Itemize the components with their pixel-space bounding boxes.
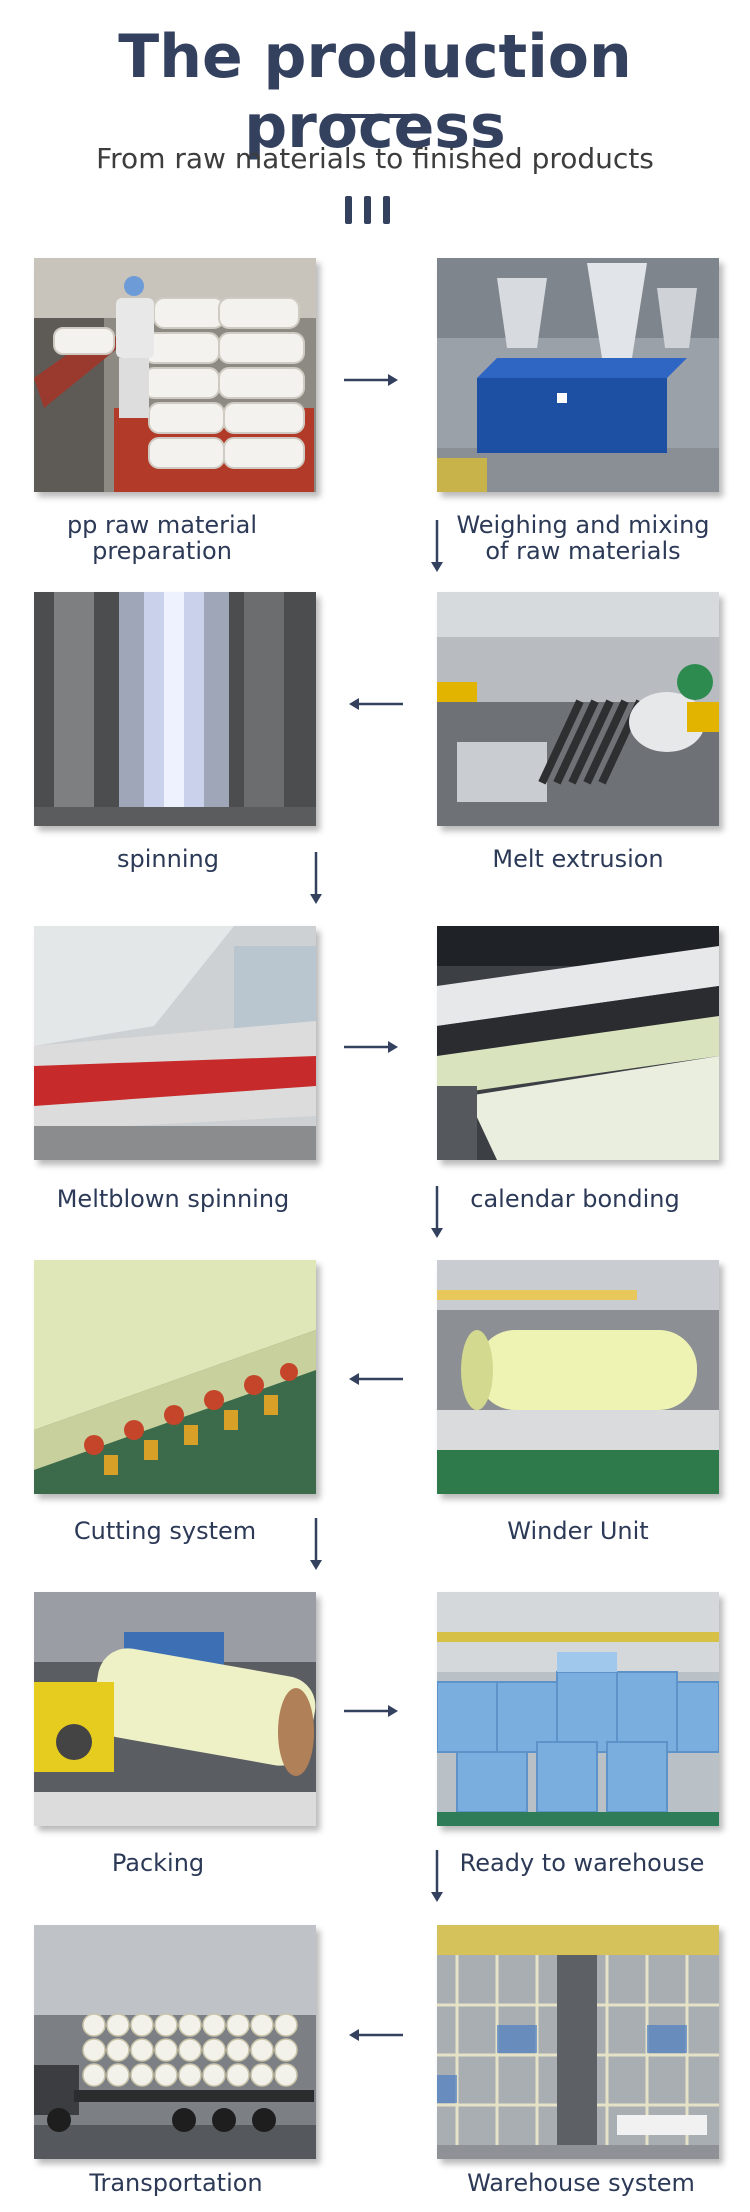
caption-calendar-bonding: calendar bonding (470, 1185, 680, 1213)
photo-calendar-bonding (437, 926, 719, 1160)
caption-weighing-line-2: of raw materials (485, 537, 681, 565)
arrow-down-icon (430, 1186, 444, 1238)
photo-ready-to-warehouse (437, 1592, 719, 1826)
photo-weighing-mixing (437, 258, 719, 492)
arrow-down-icon (309, 852, 323, 904)
photo-meltblown-spinning (34, 926, 316, 1160)
arrow-right-icon (344, 373, 398, 387)
arrow-right-icon (344, 1040, 398, 1054)
photo-winder-unit (437, 1260, 719, 1494)
photo-cutting-system (34, 1260, 316, 1494)
caption-spinning: spinning (117, 845, 219, 873)
photo-spinning (34, 592, 316, 826)
arrow-down-icon (309, 1518, 323, 1570)
title-underline (333, 114, 409, 118)
caption-weighing-line-1: Weighing and mixing (456, 511, 710, 539)
caption-transportation: Transportation (89, 2169, 263, 2197)
arrow-down-icon (430, 520, 444, 572)
photo-warehouse-system (437, 1925, 719, 2159)
caption-meltblown-spinning: Meltblown spinning (56, 1185, 290, 1213)
photo-melt-extrusion (437, 592, 719, 826)
caption-ready-to-warehouse: Ready to warehouse (459, 1849, 705, 1877)
divider-bars-icon (345, 196, 395, 224)
photo-packing (34, 1592, 316, 1826)
photo-raw-material-preparation (34, 258, 316, 492)
arrow-left-icon (349, 1372, 403, 1386)
caption-raw-material-line-1: pp raw material (66, 511, 258, 539)
caption-raw-material-line-2: preparation (92, 537, 232, 565)
arrow-right-icon (344, 1704, 398, 1718)
page-subtitle: From raw materials to finished products (96, 142, 654, 175)
caption-cutting-system: Cutting system (73, 1517, 257, 1545)
photo-transportation (34, 1925, 316, 2159)
caption-winder-unit: Winder Unit (507, 1517, 649, 1545)
arrow-left-icon (349, 697, 403, 711)
page-title: The production process (118, 22, 632, 162)
arrow-down-icon (430, 1850, 444, 1902)
caption-packing: Packing (111, 1849, 205, 1877)
arrow-left-icon (349, 2028, 403, 2042)
caption-warehouse-system: Warehouse system (467, 2169, 695, 2197)
caption-melt-extrusion: Melt extrusion (492, 845, 664, 873)
